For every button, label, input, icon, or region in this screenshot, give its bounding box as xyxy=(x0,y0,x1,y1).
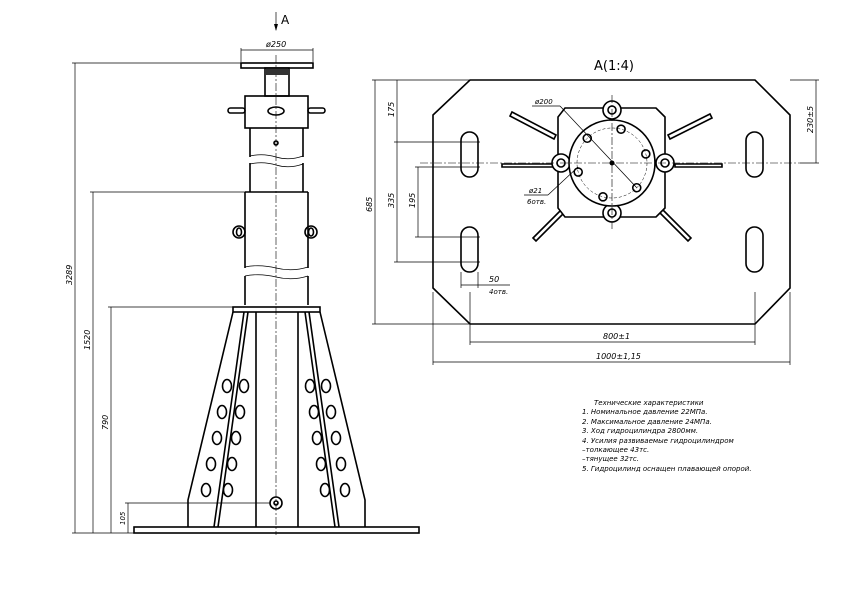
cone-holes xyxy=(200,378,351,498)
note-line: –тянущее 32тс. xyxy=(582,455,639,464)
cone-hole xyxy=(319,482,331,498)
support-cone xyxy=(187,311,366,527)
top-plate-diameter-label: ø250 xyxy=(265,40,286,49)
note-line: 3. Ход гидроцилиндра 2800мм. xyxy=(582,427,699,436)
cone-hole xyxy=(315,456,327,472)
eye-bolt-right xyxy=(304,225,318,239)
jack-side-view: A ø250 xyxy=(65,12,420,535)
slot-width-label: 50 xyxy=(489,275,499,284)
note-line: 4. Усилия развиваемые гидроцилиндром xyxy=(582,436,734,445)
hole-count-label: 6отв. xyxy=(527,198,546,206)
slot-count-label: 4отв. xyxy=(489,288,508,296)
note-line: –толкающее 43тс. xyxy=(582,446,650,455)
cone-hole xyxy=(226,456,238,472)
cone-hole xyxy=(216,404,228,420)
plate-height-label: 685 xyxy=(365,197,374,212)
note-line: 2. Максимальное давление 24МПа. xyxy=(582,417,712,426)
notes-heading: Технические характеристики xyxy=(594,399,704,407)
technical-notes: Технические характеристики 1. Номинально… xyxy=(582,399,752,474)
note-line: 5. Гидроцилинд оснащен плавающей опорой. xyxy=(582,464,752,473)
view-arrow-a: A xyxy=(274,12,290,31)
eye-bolt-left xyxy=(232,225,246,239)
circle-diameter-label: ø200 xyxy=(534,98,553,106)
cone-hole xyxy=(304,378,316,394)
plan-dimensions: 685 175 335 195 230±5 800±1 1000±1,15 50… xyxy=(365,79,819,365)
cone-hole xyxy=(311,430,323,446)
height-790-label: 790 xyxy=(101,415,110,430)
cone-hole xyxy=(230,430,242,446)
note-line: 1. Номинальное давление 22МПа. xyxy=(582,408,708,417)
dim-230-label: 230±5 xyxy=(806,106,815,133)
cone-hole xyxy=(200,482,212,498)
side-dimensions: 3289 1520 790 105 xyxy=(65,62,270,534)
cone-hole xyxy=(222,482,234,498)
cone-hole xyxy=(234,404,246,420)
bolt-hole xyxy=(573,167,583,177)
cone-hole xyxy=(238,378,250,394)
cone-hole xyxy=(335,456,347,472)
total-height-label: 3289 xyxy=(65,265,74,285)
mounting-slots xyxy=(460,131,764,273)
dim-175-label: 175 xyxy=(387,102,396,117)
cone-hole xyxy=(339,482,351,498)
cone-hole xyxy=(330,430,342,446)
view-marker-label: A xyxy=(281,13,290,27)
view-a-plan: A(1:4) ø200 ø21 6отв. xyxy=(365,59,819,365)
bolt-hole xyxy=(616,124,626,134)
dim-335-label: 335 xyxy=(387,193,396,208)
bolt-holes xyxy=(573,124,651,202)
bolt-hole xyxy=(631,182,642,193)
bolt-hole xyxy=(582,133,593,144)
dim-800-label: 800±1 xyxy=(603,332,630,341)
height-1520-label: 1520 xyxy=(83,330,92,350)
cone-hole xyxy=(221,378,233,394)
cone-hole xyxy=(308,404,320,420)
height-105-label: 105 xyxy=(119,511,127,525)
cone-hole xyxy=(211,430,223,446)
cylinder-head xyxy=(244,95,309,129)
dim-195-label: 195 xyxy=(408,193,417,208)
cone-hole xyxy=(325,404,337,420)
dim-1000-label: 1000±1,15 xyxy=(596,352,641,361)
base-plate xyxy=(133,526,420,534)
hole-diameter-label: ø21 xyxy=(528,187,542,195)
view-title: A(1:4) xyxy=(594,59,634,74)
bolt-hole xyxy=(598,192,608,202)
bolt-hole xyxy=(641,149,651,159)
cone-hole xyxy=(320,378,332,394)
cone-hole xyxy=(205,456,217,472)
